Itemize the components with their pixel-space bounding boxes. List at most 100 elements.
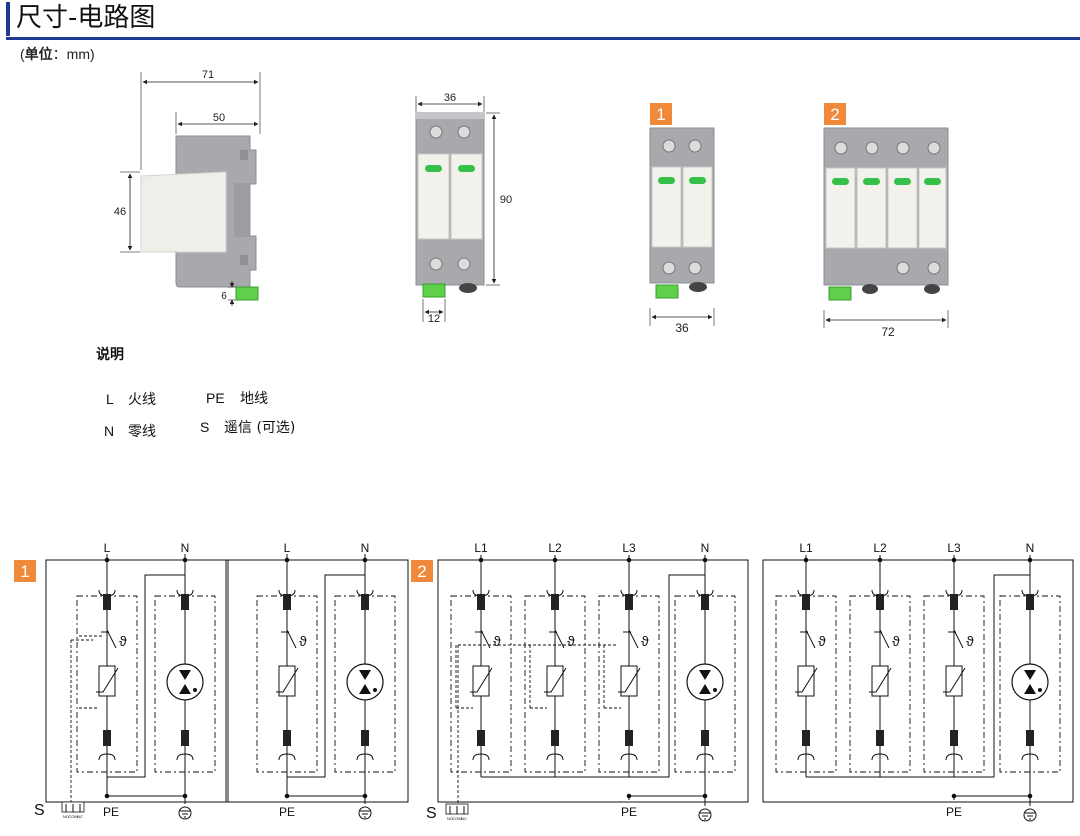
connector-bump [472, 753, 490, 761]
switch-contact-icon [953, 629, 964, 649]
legend-text-n: 零线 [128, 424, 156, 440]
varistor-slash-icon [795, 667, 818, 693]
junction-dot [104, 557, 110, 563]
gdt-dot-icon [713, 688, 717, 692]
signal-pin-label: NC [461, 816, 467, 821]
fuse-icon [625, 730, 633, 746]
connector-bump [1021, 753, 1039, 761]
fuse-icon [283, 730, 291, 746]
line-label-l3: L3 [947, 541, 961, 555]
legend-code-l: L [106, 391, 114, 407]
switch-contact-icon [554, 629, 565, 649]
variant-2-badge-text: 2 [830, 105, 839, 124]
cross-link-wire [287, 574, 365, 778]
line-label-l: L [284, 541, 291, 555]
circuit-2-badge [411, 560, 433, 582]
variant-2-module: 2 72 [823, 103, 949, 339]
earth-icon [178, 806, 192, 820]
gdt-dot-icon [1038, 688, 1042, 692]
fuse-icon [477, 594, 485, 610]
unit-label: 单位 [24, 46, 53, 62]
connector-bump [356, 753, 374, 761]
legend-text-l: 火线 [128, 392, 156, 408]
gas-discharge-tube-icon [166, 663, 204, 701]
connector-bump [176, 753, 194, 761]
legend-code-pe: PE [206, 390, 225, 406]
connector-bump [546, 753, 564, 761]
pe-label: PE [621, 805, 637, 819]
fuse-icon [361, 730, 369, 746]
junction-dot [1027, 793, 1033, 799]
unit-note: (单位：mm) [20, 46, 95, 62]
thermal-symbol: ϑ [119, 633, 127, 649]
gdt-arrow-down-icon [699, 670, 711, 680]
varistor-slash-icon [943, 667, 966, 693]
gdt-arrow-down-icon [179, 670, 191, 680]
connector-bump [696, 753, 714, 761]
thermal-symbol: ϑ [493, 633, 501, 649]
junction-dot [951, 793, 957, 799]
connector-bump [871, 753, 889, 761]
fuse-icon [361, 594, 369, 610]
connector-bump [797, 753, 815, 761]
junction-dot [182, 557, 188, 563]
page-title: 尺寸-电路图 [16, 3, 156, 33]
thermal-symbol: ϑ [299, 633, 307, 649]
circuit-frame [762, 559, 1074, 803]
gdt-arrow-down-icon [359, 670, 371, 680]
switch-contact-icon [805, 629, 816, 649]
fuse-icon [950, 594, 958, 610]
fuse-icon [103, 594, 111, 610]
varistor-slash-icon [276, 667, 299, 693]
legend-code-n: N [104, 423, 114, 439]
legend: 说明 L 火线 PE 地线 N 零线 S 遥信 (可选) [96, 346, 295, 440]
connector-bump [278, 753, 296, 761]
fuse-icon [876, 594, 884, 610]
gdt-dot-icon [373, 688, 377, 692]
thermal-symbol: ϑ [892, 633, 900, 649]
fuse-icon [950, 730, 958, 746]
signal-pin-label: NO [447, 816, 453, 821]
junction-dot [877, 557, 883, 563]
thermal-symbol: ϑ [966, 633, 974, 649]
gdt-arrow-up-icon [699, 684, 711, 694]
cross-link-wire [954, 574, 1030, 778]
circuit-1-badge-text: 1 [20, 562, 29, 581]
fuse-icon [283, 594, 291, 610]
signal-pin-label: NC [77, 814, 83, 819]
pe-label: PE [279, 805, 295, 819]
varistor-slash-icon [869, 667, 892, 693]
junction-dot [702, 557, 708, 563]
junction-dot [284, 557, 290, 563]
junction-dot [284, 793, 290, 799]
junction-dot [803, 557, 809, 563]
dim-overall-depth: 71 [202, 69, 214, 81]
cross-link-wire [629, 574, 705, 778]
varistor-slash-icon [470, 667, 493, 693]
pe-label: PE [103, 805, 119, 819]
line-label-n: N [701, 541, 710, 555]
junction-dot [951, 557, 957, 563]
junction-dot [104, 793, 110, 799]
signal-label-s: S [426, 805, 437, 822]
line-label-l2: L2 [873, 541, 887, 555]
pe-label: PE [946, 805, 962, 819]
dim-front-height: 90 [500, 194, 512, 206]
fuse-icon [802, 730, 810, 746]
switch-contact-icon [106, 629, 117, 649]
fuse-icon [1026, 730, 1034, 746]
variant-2-badge [824, 103, 846, 125]
circuit-2-badge-text: 2 [417, 562, 426, 581]
line-label-l3: L3 [622, 541, 636, 555]
variant-1-module: 1 36 [649, 103, 715, 335]
cross-link-wire [107, 574, 185, 778]
circuit-frame [225, 559, 409, 803]
circuit-frame [437, 559, 749, 803]
thermal-symbol: ϑ [641, 633, 649, 649]
varistor-slash-icon [96, 667, 119, 693]
line-label-l1: L1 [799, 541, 813, 555]
fuse-icon [1026, 594, 1034, 610]
dim-front-height: 46 [114, 206, 126, 218]
signal-pin-label: COM [452, 816, 461, 821]
